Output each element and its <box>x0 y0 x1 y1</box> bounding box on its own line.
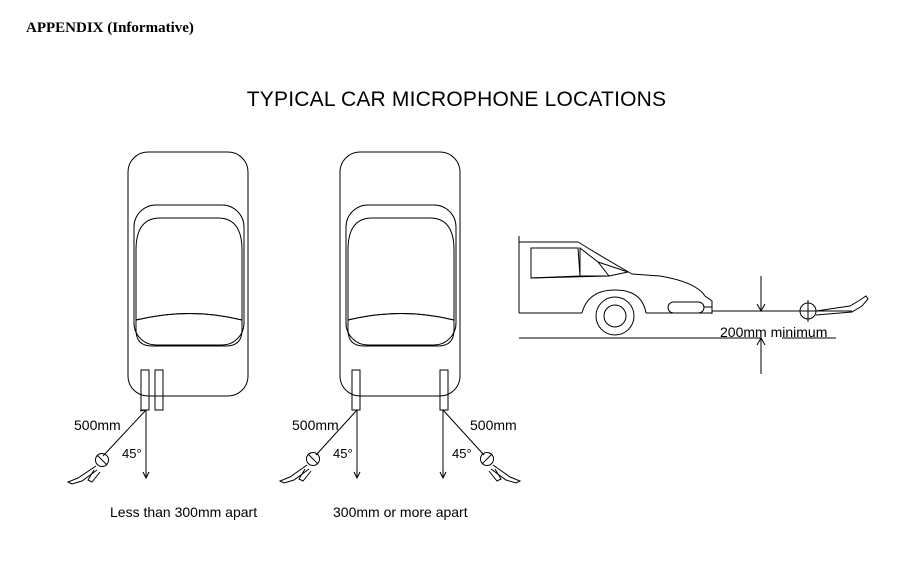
angle-label-middle-left: 45° <box>333 446 353 461</box>
caption-left: Less than 300mm apart <box>110 504 257 520</box>
car-top-view-left <box>127 151 249 397</box>
height-label: 200mm minimum <box>720 324 827 340</box>
car-top-view-middle <box>339 151 461 397</box>
exhaust-pipes-left <box>140 369 164 411</box>
microphone-setup-left <box>66 409 150 485</box>
exhaust-pipe-side <box>667 301 713 314</box>
exhaust-pipe-middle-left <box>351 369 361 411</box>
distance-label-middle-right: 500mm <box>470 417 517 433</box>
exhaust-pipe-middle-right <box>439 369 449 411</box>
distance-label-left: 500mm <box>74 417 121 433</box>
diagram-title: TYPICAL CAR MICROPHONE LOCATIONS <box>246 88 667 111</box>
microphone-setup-side <box>712 295 869 322</box>
angle-label-left: 45° <box>122 446 142 461</box>
microphone-setup-middle-right <box>439 409 522 484</box>
distance-label-middle-left: 500mm <box>292 417 339 433</box>
height-dimension-arrows <box>756 276 766 374</box>
car-side-view <box>518 236 836 339</box>
angle-label-middle-right: 45° <box>452 446 472 461</box>
microphone-setup-middle-left <box>278 409 361 484</box>
caption-middle: 300mm or more apart <box>333 504 468 520</box>
appendix-heading: APPENDIX (Informative) <box>26 20 194 36</box>
